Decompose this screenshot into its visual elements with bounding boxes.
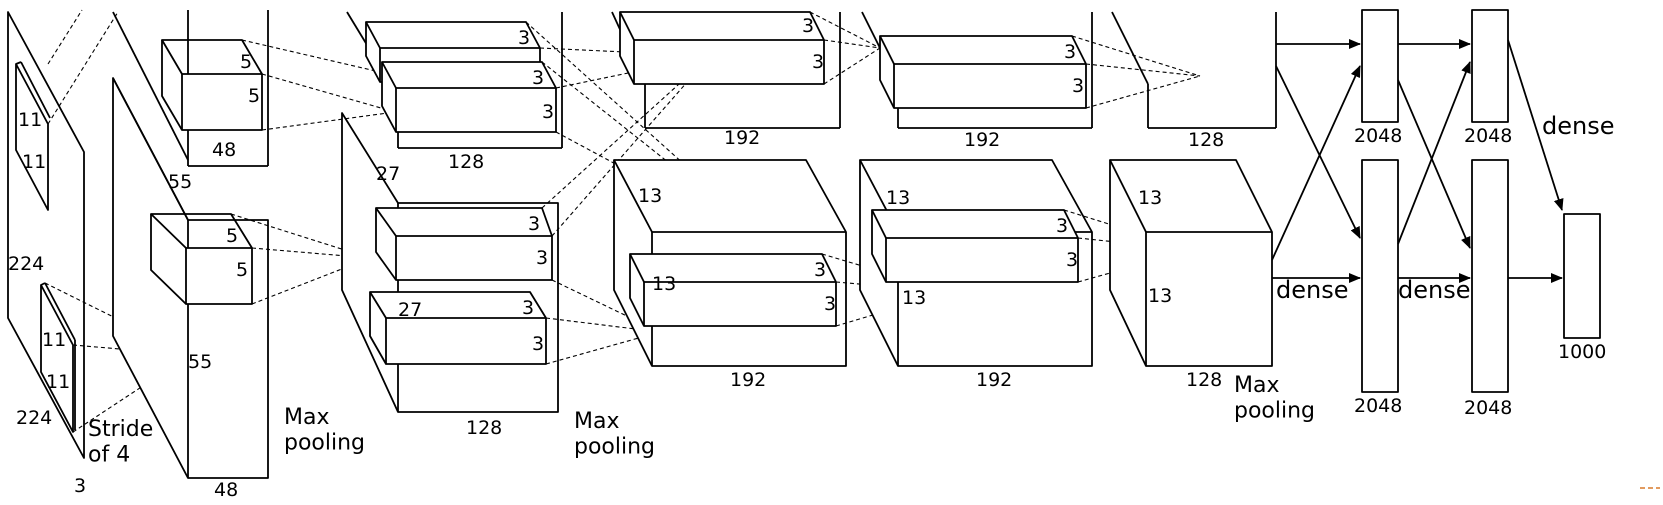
label-line: Max	[284, 405, 329, 430]
fc7-units-bottom: 2048	[1464, 397, 1512, 419]
label-line: Stride	[88, 417, 153, 442]
dense-label-1: dense	[1276, 276, 1348, 304]
conv3-kernel-label-3: 3	[814, 259, 826, 281]
conv1-depth-bottom: 48	[214, 479, 238, 501]
conv3-layer	[611, 11, 951, 367]
fc8-units: 1000	[1558, 341, 1606, 363]
conv1-kernel-label-3: 5	[226, 225, 238, 247]
label-line: pooling	[1234, 398, 1315, 423]
input-size-label-2: 224	[16, 407, 52, 429]
input-kernel-label: 11	[18, 109, 42, 131]
conv3-kernel-label-4: 3	[824, 293, 836, 315]
conv4-depth-bottom: 192	[976, 369, 1012, 391]
conv1-kernel-label-2: 5	[248, 85, 260, 107]
conv2-size-label: 27	[376, 163, 400, 185]
conv5-layer	[1109, 11, 1277, 367]
conv4-kernel-label: 3	[1064, 41, 1076, 63]
conv5-depth-top: 128	[1188, 129, 1224, 151]
conv1-kernel-label: 5	[240, 51, 252, 73]
conv4-kernel-label-3: 3	[1056, 215, 1068, 237]
input-kernel-label-2: 11	[22, 151, 46, 173]
fc6-units-bottom: 2048	[1354, 395, 1402, 417]
conv2-kernel-label-2: 3	[532, 67, 544, 89]
conv5-size-label: 13	[1138, 187, 1162, 209]
input-kernel-label-4: 11	[46, 371, 70, 393]
dense-arrows	[1271, 39, 1564, 283]
conv3-kernel-label: 3	[802, 15, 814, 37]
conv2-kernel-label-3: 3	[542, 101, 554, 123]
conv2-kernel-label-7: 3	[532, 333, 544, 355]
conv5-depth-bottom: 128	[1186, 369, 1222, 391]
conv1-kernel-label-4: 5	[236, 259, 248, 281]
dense-label-2: dense	[1398, 276, 1470, 304]
conv2-layer	[341, 11, 786, 413]
input-kernel-label-3: 11	[42, 329, 66, 351]
input-size-label: 224	[8, 253, 44, 275]
conv1-depth-top: 48	[212, 139, 236, 161]
label-line: Max	[1234, 373, 1279, 398]
fc-layers	[1361, 9, 1601, 393]
fc6-units-top: 2048	[1354, 125, 1402, 147]
conv3-depth-top: 192	[724, 127, 760, 149]
conv3-depth-bottom: 192	[730, 369, 766, 391]
conv2-kernel-label-4: 3	[528, 213, 540, 235]
label-line: Max	[574, 409, 619, 434]
conv3-size-label-2: 13	[652, 273, 676, 295]
label-line: pooling	[284, 430, 365, 455]
conv4-size-label-2: 13	[902, 287, 926, 309]
conv2-kernel-label-5: 3	[536, 247, 548, 269]
conv4-kernel-label-4: 3	[1066, 249, 1078, 271]
label-line: pooling	[574, 434, 655, 459]
conv2-kernel-label-6: 3	[522, 297, 534, 319]
label-line: of 4	[88, 442, 130, 467]
conv1-size-label-2: 55	[188, 351, 212, 373]
conv2-depth-top: 128	[448, 151, 484, 173]
conv2-kernel-label: 3	[518, 27, 530, 49]
conv1-size-label: 55	[168, 171, 192, 193]
input-depth-label: 3	[74, 475, 86, 497]
conv4-kernel-label-2: 3	[1072, 75, 1084, 97]
conv3-size-label: 13	[638, 185, 662, 207]
conv4-size-label: 13	[886, 187, 910, 209]
dense-label-3: dense	[1542, 112, 1614, 140]
conv2-depth-bottom: 128	[466, 417, 502, 439]
conv5-size-label-2: 13	[1148, 285, 1172, 307]
conv3-kernel-label-2: 3	[812, 51, 824, 73]
conv4-depth-top: 192	[964, 129, 1000, 151]
conv2-size-label-2: 27	[398, 299, 422, 321]
fc7-units-top: 2048	[1464, 125, 1512, 147]
